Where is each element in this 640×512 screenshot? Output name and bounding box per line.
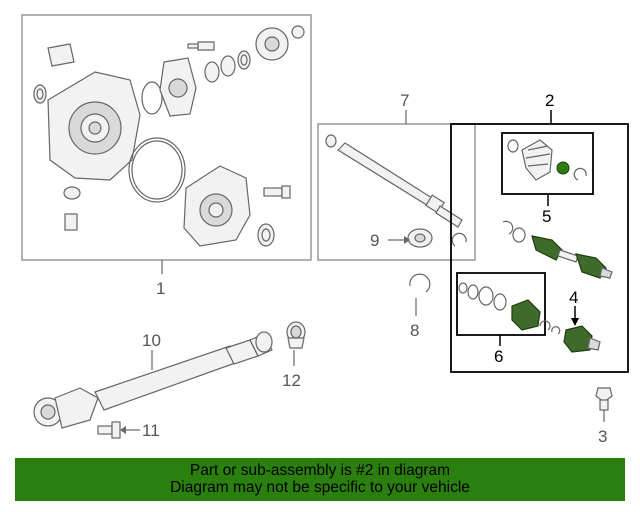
- callout-5: 5: [542, 207, 551, 226]
- bushing-12[interactable]: 12: [282, 321, 306, 390]
- callout-7: 7: [400, 91, 409, 110]
- info-banner: Part or sub-assembly is #2 in diagram Di…: [15, 458, 625, 501]
- intermediate-shaft: [337, 142, 433, 208]
- box-1: [21, 14, 312, 261]
- axle-shaft-assembly-2[interactable]: 2 5 6 4: [450, 91, 629, 373]
- bolt-11[interactable]: 11: [97, 421, 160, 440]
- callout-1: 1: [156, 279, 165, 298]
- bracket: [47, 43, 75, 67]
- o-ring: [128, 137, 186, 203]
- snap-ring-8[interactable]: 8: [409, 273, 431, 340]
- differential-group[interactable]: 1: [21, 14, 312, 298]
- box-7: [317, 123, 476, 261]
- shaft-group-7[interactable]: 7 9: [317, 91, 476, 261]
- callout-8: 8: [410, 321, 419, 340]
- outer-boot: [511, 299, 541, 331]
- callout-9: 9: [370, 231, 379, 250]
- callout-6: 6: [494, 347, 503, 366]
- box-2: [450, 123, 629, 373]
- box-6: [456, 272, 546, 336]
- callout-10: 10: [142, 331, 161, 350]
- callout-4: 4: [569, 288, 578, 307]
- propeller-shaft-10[interactable]: 10: [33, 331, 273, 429]
- banner-line-2: Diagram may not be specific to your vehi…: [170, 479, 470, 496]
- callout-12: 12: [282, 371, 301, 390]
- callout-3: 3: [598, 427, 607, 446]
- cv-joint-4: [563, 325, 593, 353]
- callout-11: 11: [142, 421, 160, 440]
- banner-line-1: Part or sub-assembly is #2 in diagram: [189, 462, 451, 479]
- bolt-3[interactable]: 3: [595, 387, 613, 446]
- callout-2: 2: [545, 91, 554, 110]
